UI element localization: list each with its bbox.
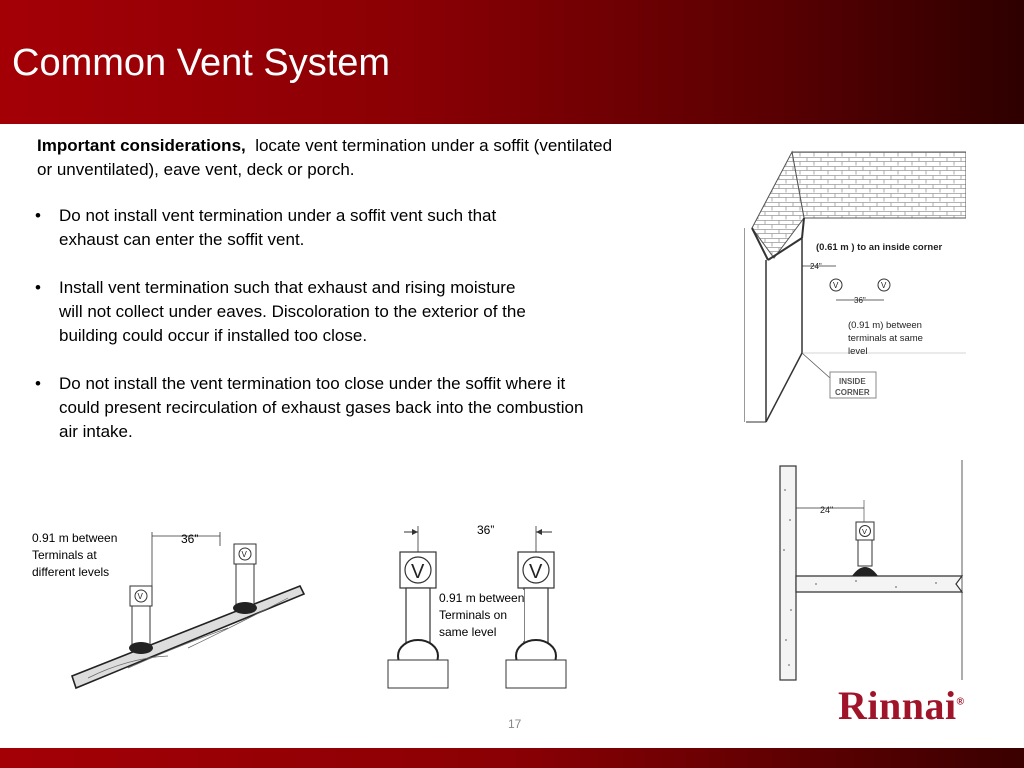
inside-corner-label-1: INSIDE: [839, 377, 866, 386]
bullet-text: Do not install vent termination under a …: [59, 206, 497, 249]
bullet-list: Do not install vent termination under a …: [35, 204, 627, 444]
slide-footer-bar: [0, 748, 1024, 768]
brand-name: Rinnai: [838, 683, 957, 728]
brand-mark: ®: [956, 696, 965, 708]
soffit-section-diagram: 24" V: [779, 460, 964, 681]
same-level-label-1: (0.91 m) between: [848, 320, 922, 331]
corner-distance-label: (0.61 m ) to an inside corner: [816, 242, 942, 253]
page-number: 17: [508, 717, 522, 731]
terminal-icon: V: [829, 278, 843, 292]
roof-terminals-diagram: V V: [71, 532, 306, 690]
bullet-text: Install vent termination such that exhau…: [59, 278, 526, 345]
same-level-dimension: 36”: [477, 523, 495, 537]
corner-dim-24: 24": [810, 262, 822, 271]
terminal-letter: V: [242, 550, 248, 559]
bullet-item: Do not install the vent termination too …: [35, 372, 589, 444]
lead-bold: Important considerations,: [37, 136, 246, 155]
inside-corner-label-2: CORNER: [835, 388, 870, 397]
terminal-letter: V: [862, 527, 867, 536]
inside-corner-diagram: (0.61 m ) to an inside corner 24" V V 36…: [744, 150, 966, 423]
same-level-label-2: terminals at same: [848, 333, 923, 344]
roof-dimension: 36”: [181, 532, 199, 546]
terminal-letter: V: [881, 281, 887, 290]
slide-title: Common Vent System: [12, 42, 391, 84]
terminal-letter: V: [411, 561, 425, 583]
lead-rest: locate vent termination under a soffit (…: [37, 136, 613, 179]
caption-line: same level: [439, 625, 497, 639]
caption-line: Terminals on: [439, 608, 508, 622]
caption-line: different levels: [32, 565, 110, 579]
bullet-text: Do not install the vent termination too …: [59, 374, 584, 441]
caption-line: Terminals at: [32, 548, 97, 562]
terminal-letter: V: [833, 281, 839, 290]
terminal-icon: V: [877, 278, 891, 292]
lead-paragraph: Important considerations, locate vent te…: [37, 134, 627, 182]
same-level-caption: 0.91 m between Terminals on same level: [439, 590, 525, 641]
considerations-text: Important considerations, locate vent te…: [35, 134, 627, 468]
caption-line: 0.91 m between: [439, 591, 525, 605]
same-level-terminals-diagram: V V: [387, 526, 567, 689]
terminal-letter: V: [529, 561, 543, 583]
bullet-item: Install vent termination such that exhau…: [35, 276, 529, 348]
bullet-item: Do not install vent termination under a …: [35, 204, 539, 252]
caption-line: 0.91 m between: [32, 531, 118, 545]
slide-header: Common Vent System: [0, 0, 1024, 124]
roof-caption: 0.91 m between Terminals at different le…: [32, 530, 117, 581]
rinnai-logo: Rinnai®: [838, 682, 964, 729]
same-level-label-3: level: [848, 346, 868, 357]
terminal-letter: V: [138, 592, 144, 601]
soffit-dim-24: 24": [820, 505, 833, 515]
corner-dim-36: 36": [854, 296, 866, 305]
